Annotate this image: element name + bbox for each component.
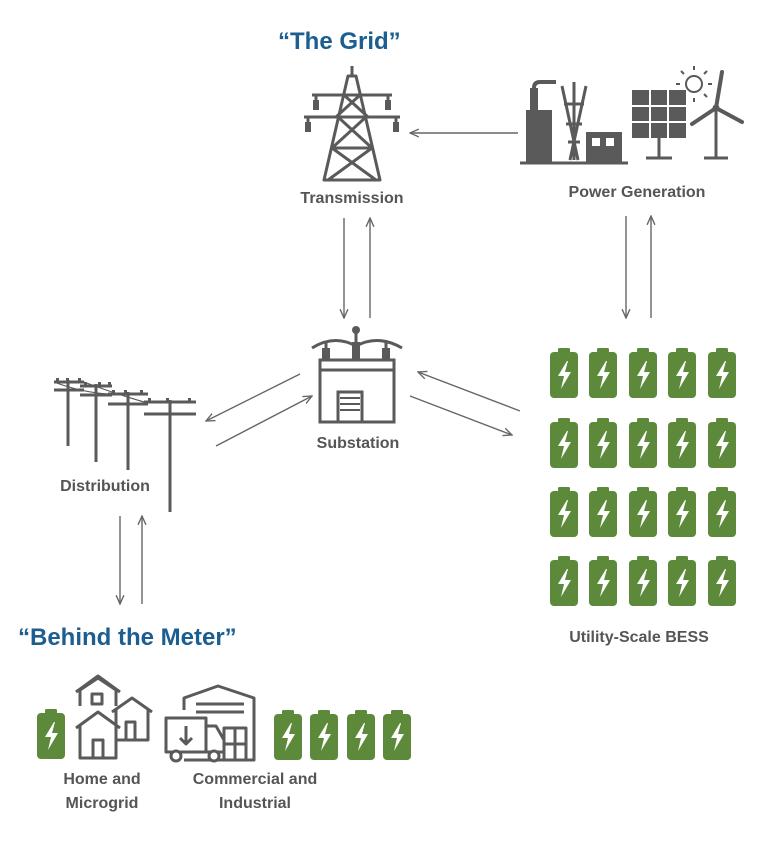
arrow-distribution-to-substation (215, 396, 312, 447)
commercial-industrial-label-line1: Commercial and (192, 771, 318, 788)
ci-battery-icon (383, 710, 411, 760)
battery-icon (708, 556, 736, 606)
warehouse-truck-icon (164, 684, 256, 763)
houses-icon (75, 674, 153, 760)
ci-battery-icon (310, 710, 338, 760)
battery-icon (550, 418, 578, 468)
battery-icon (629, 556, 657, 606)
substation-insulators (322, 326, 390, 360)
home-microgrid-label-line2: Microgrid (65, 795, 139, 812)
power-plant-icon (520, 80, 628, 165)
behind-meter-heading: “Behind the Meter” (18, 624, 237, 651)
battery-icon (629, 348, 657, 398)
ci-battery-icon (347, 710, 375, 760)
transmission-tower-icon (304, 66, 400, 182)
transmission-label: Transmission (300, 190, 404, 207)
battery-icon (668, 556, 696, 606)
battery-icon (550, 348, 578, 398)
battery-icon (589, 418, 617, 468)
arrow-substation-to-distribution (206, 373, 301, 421)
ci-battery-icon (274, 710, 302, 760)
commercial-industrial-label-line2: Industrial (218, 795, 291, 812)
grid-heading: “The Grid” (278, 28, 401, 55)
home-microgrid-label-line1: Home and (63, 771, 141, 788)
utility-bess-label: Utility-Scale BESS (569, 629, 709, 646)
battery-icon (708, 487, 736, 537)
battery-icon (708, 348, 736, 398)
solar-panel-icon (632, 90, 686, 160)
utility-poles-icon (53, 380, 196, 512)
battery-icon (668, 487, 696, 537)
distribution-label: Distribution (60, 478, 150, 495)
battery-icon (668, 418, 696, 468)
battery-icon (589, 348, 617, 398)
home-battery-icon (37, 709, 65, 759)
battery-icon (589, 487, 617, 537)
battery-icon (589, 556, 617, 606)
battery-icon (629, 487, 657, 537)
substation-label: Substation (316, 435, 400, 452)
battery-icon (550, 556, 578, 606)
wind-turbine-icon (690, 70, 744, 160)
sun-icon (676, 66, 712, 102)
battery-icon (708, 418, 736, 468)
power-generation-label: Power Generation (568, 184, 706, 201)
transmission-insulators (305, 100, 399, 132)
arrow-substation-to-bess (409, 395, 512, 435)
battery-icon (629, 418, 657, 468)
battery-icon (668, 348, 696, 398)
battery-icon (550, 487, 578, 537)
arrow-bess-to-substation (418, 372, 521, 412)
utility-bess-battery-grid (550, 348, 736, 606)
pole-insulators (56, 378, 191, 402)
